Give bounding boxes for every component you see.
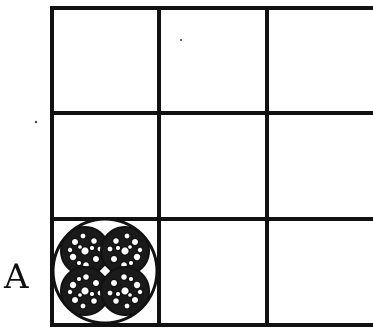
sub-circle-dot (83, 274, 90, 281)
sub-circle-dot (110, 279, 117, 286)
sub-circle-dot (128, 260, 133, 265)
sub-circle-dot (128, 276, 133, 281)
sub-circle-dot (124, 233, 130, 239)
sub-circle-dot (121, 274, 128, 281)
sub-circle-dot (107, 246, 113, 252)
sub-circle-dot (78, 245, 83, 250)
sub-circle-dot (92, 279, 99, 286)
sub-circle-dot (131, 296, 138, 303)
sub-circle-dot (131, 238, 138, 245)
sub-circle-dot (67, 289, 73, 295)
sub-circle-dot (115, 245, 120, 250)
sub-circle-dot (69, 281, 77, 289)
sub-circle-dot (76, 260, 81, 265)
sub-circle-dot (71, 238, 78, 245)
sub-circle-dot (113, 238, 120, 245)
sub-circle-dot (69, 253, 77, 261)
sub-circle-dot (92, 255, 99, 262)
sub-circle-dot (78, 293, 83, 298)
sub-circle-dot (128, 245, 133, 250)
sub-circle-dot (76, 276, 81, 281)
sub-circle-dot (67, 247, 73, 253)
sub-circle-dot (128, 293, 133, 298)
sub-circle-dot (71, 296, 78, 303)
speck (35, 121, 37, 123)
sub-circle-dot (124, 303, 130, 309)
sub-circle-dot (89, 291, 94, 296)
cell-a-cluster (53, 219, 157, 323)
sub-circles (61, 227, 149, 315)
sub-circle-dot (107, 290, 113, 296)
sub-circle-dot (110, 255, 117, 262)
sub-circle-dot (133, 281, 141, 289)
sub-circle-dot (80, 233, 86, 239)
sub-circle-dot (137, 247, 143, 253)
sub-circle-dot (115, 291, 120, 296)
sub-circle-dot (89, 245, 94, 250)
sub-circle-dot (91, 298, 98, 305)
cell-label: A (3, 257, 29, 297)
speck (180, 39, 182, 41)
sub-circle-dot (137, 289, 143, 295)
sub-circle-dot (133, 253, 141, 261)
sub-circle-dot (91, 238, 98, 245)
sub-circle-dot (113, 298, 120, 305)
sub-circle-dot (80, 303, 86, 309)
